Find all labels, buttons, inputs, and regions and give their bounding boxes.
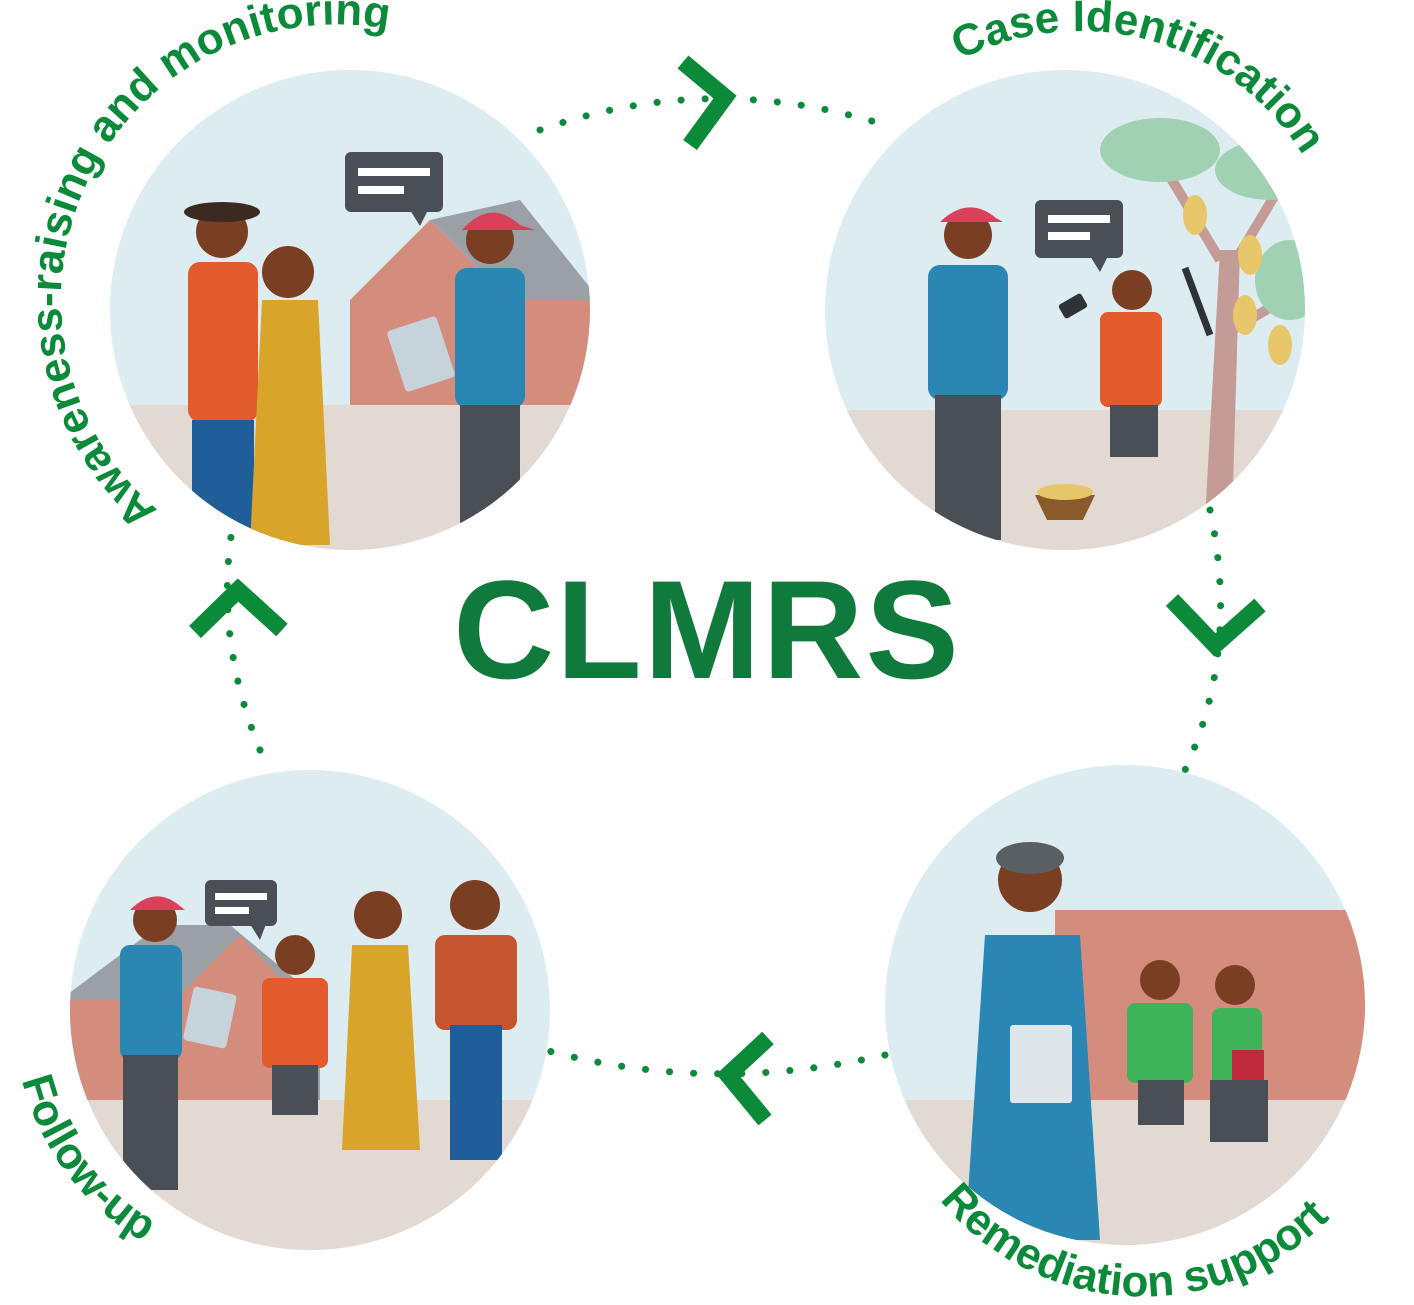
child-shirt xyxy=(1100,312,1162,407)
officer-trousers xyxy=(123,1055,178,1190)
tree-leaves xyxy=(1100,118,1220,182)
man-shirt xyxy=(435,935,517,1030)
bubble-line xyxy=(358,186,404,194)
officer-cap xyxy=(130,896,185,910)
diagram-title: CLMRS xyxy=(453,551,961,708)
tree-trunk xyxy=(1205,250,1240,520)
cycle-arrows xyxy=(189,55,1266,1126)
speech-bubble xyxy=(345,152,443,212)
officer-trousers xyxy=(460,405,520,525)
speech-bubble xyxy=(1035,200,1123,258)
speech-bubble-tail xyxy=(1090,256,1108,272)
man-hat xyxy=(184,202,260,222)
bubble-line xyxy=(215,893,267,900)
bubble-line xyxy=(1048,232,1090,240)
child-head xyxy=(1112,270,1152,310)
man-trousers xyxy=(192,420,254,530)
arrow-down-icon xyxy=(1165,594,1266,657)
cocoa-pod xyxy=(1233,295,1257,335)
ground xyxy=(110,405,590,550)
cocoa-pods-pile xyxy=(1037,484,1093,500)
speech-bubble-tail xyxy=(250,924,266,940)
child-shorts xyxy=(1110,405,1158,457)
clipboard xyxy=(1010,1025,1072,1103)
child-head xyxy=(1215,965,1255,1005)
child-skirt xyxy=(1210,1080,1268,1142)
woman-dress xyxy=(250,300,330,545)
speech-bubble xyxy=(205,880,277,926)
child-shirt xyxy=(262,978,328,1068)
cocoa-pod xyxy=(1268,325,1292,365)
child-shorts xyxy=(272,1065,318,1115)
officer-shirt xyxy=(455,268,525,408)
cocoa-pod xyxy=(1183,195,1207,235)
man-trousers xyxy=(450,1025,502,1160)
arrow-right-icon xyxy=(677,55,737,151)
bubble-line xyxy=(1048,215,1110,223)
woman-head xyxy=(354,891,402,939)
connector-top xyxy=(536,95,889,134)
machete xyxy=(1181,266,1214,337)
officer-shirt xyxy=(120,945,182,1060)
cycle-connectors xyxy=(223,95,1225,1078)
officer-trousers xyxy=(935,395,1001,540)
man-head xyxy=(450,880,500,930)
child-shorts xyxy=(1138,1080,1184,1125)
clipboard xyxy=(183,986,237,1049)
phone xyxy=(1058,293,1088,319)
speech-bubble-tail xyxy=(410,210,428,226)
scene-awareness xyxy=(110,70,590,550)
officer-shirt xyxy=(928,265,1008,400)
tree-leaves xyxy=(1255,240,1305,320)
officer-cap xyxy=(462,212,535,230)
connector-bottom xyxy=(541,1046,889,1078)
arrow-up-icon xyxy=(189,578,288,639)
officer-head xyxy=(944,211,992,259)
basket xyxy=(1035,495,1095,520)
scene-remediation-support xyxy=(885,765,1365,1245)
bubble-line xyxy=(358,168,430,176)
child-head xyxy=(275,935,315,975)
officer-cap xyxy=(940,207,1003,222)
teacher-hair xyxy=(996,842,1064,874)
bubble-line xyxy=(215,907,249,914)
cocoa-pod xyxy=(1238,235,1262,275)
man-shirt xyxy=(188,262,258,422)
school-building xyxy=(1055,910,1365,1100)
book xyxy=(1232,1050,1264,1080)
woman-head xyxy=(262,246,314,298)
scene-case-identification xyxy=(825,70,1305,550)
arrow-left-icon xyxy=(716,1031,774,1126)
clipboard xyxy=(387,316,455,392)
child-shirt xyxy=(1127,1003,1193,1083)
woman-dress xyxy=(342,945,420,1150)
child-head xyxy=(1140,960,1180,1000)
